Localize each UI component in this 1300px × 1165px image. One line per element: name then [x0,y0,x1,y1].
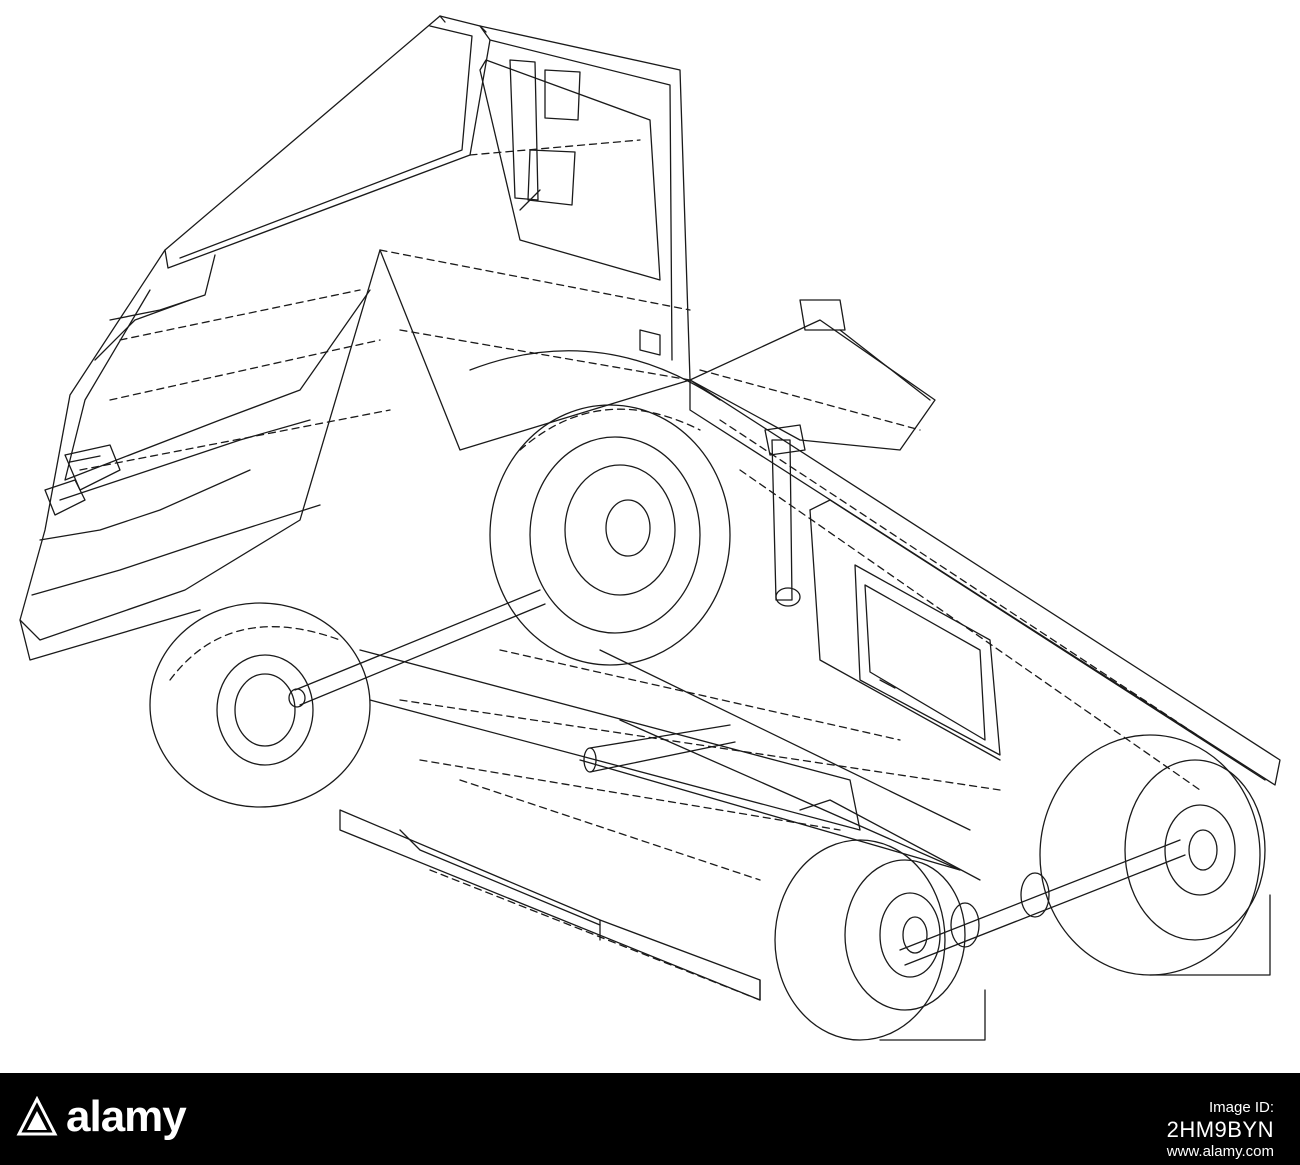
stock-footer-bar: alamy Image ID: 2HM9BYN www.alamy.com [0,1073,1300,1165]
chassis [359,649,1001,881]
side-mirror [509,59,581,211]
front-wheel [149,602,371,808]
headlight [64,444,121,491]
cab-roof [164,15,491,269]
rear-bracket [689,299,936,451]
rear-wheel-left [774,839,986,1041]
image-id-code: 2HM9BYN [1166,1117,1274,1142]
brand-logo: alamy [16,1092,187,1141]
spare-tire [469,350,731,666]
wireframe-illustration [19,15,1281,1041]
exhaust-pipe [764,424,806,607]
cab-front [19,249,391,661]
site-url: www.alamy.com [1166,1143,1274,1160]
image-id-block: Image ID: 2HM9BYN www.alamy.com [1167,1097,1274,1163]
rear-axle [899,839,1186,966]
battery-box [339,779,761,1001]
rear-wheel-right [1039,734,1271,976]
toolbox [854,564,1001,756]
drive-shaft [288,589,546,708]
flatbed [689,379,1281,791]
alamy-logo-icon [16,1096,58,1136]
brand-name: alamy [66,1092,187,1141]
image-id-label: Image ID: [1208,1099,1274,1116]
truck-wireframe-drawing [19,15,1281,1041]
